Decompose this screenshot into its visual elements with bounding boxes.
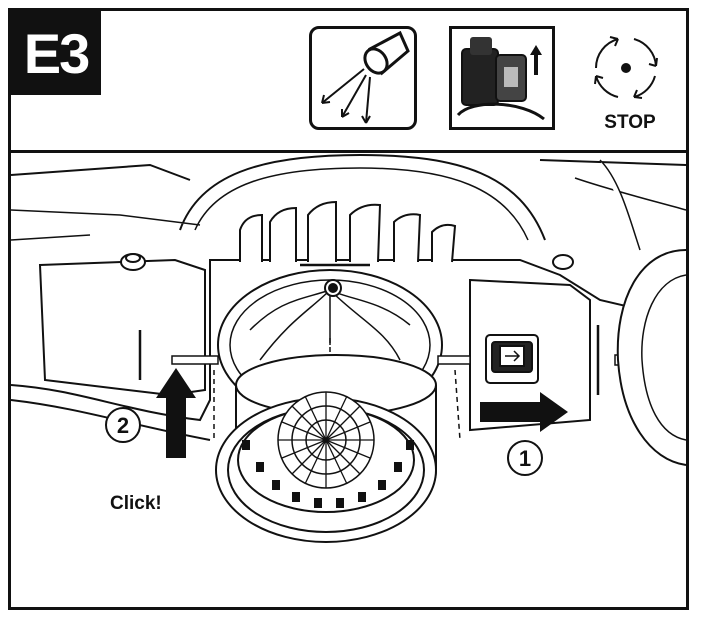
step-two-label: 2 <box>116 413 130 438</box>
flashlight-icon-box <box>309 26 417 130</box>
header-strip <box>8 8 689 153</box>
step-one-circle <box>507 440 543 476</box>
flashlight-icon <box>321 30 410 124</box>
battery-removal-icon-box <box>449 26 555 130</box>
diagram-frame <box>8 8 689 610</box>
stop-label: STOP <box>604 112 656 133</box>
click-label: Click! <box>110 493 162 514</box>
step-one-label: 1 <box>518 446 532 471</box>
step-two-circle <box>105 407 141 443</box>
arrow-step-two <box>156 368 196 458</box>
step-badge: E3 <box>11 11 101 95</box>
arrow-step-one <box>480 392 568 432</box>
filter-cartridge <box>215 354 437 543</box>
battery-removal-icon <box>454 31 550 125</box>
